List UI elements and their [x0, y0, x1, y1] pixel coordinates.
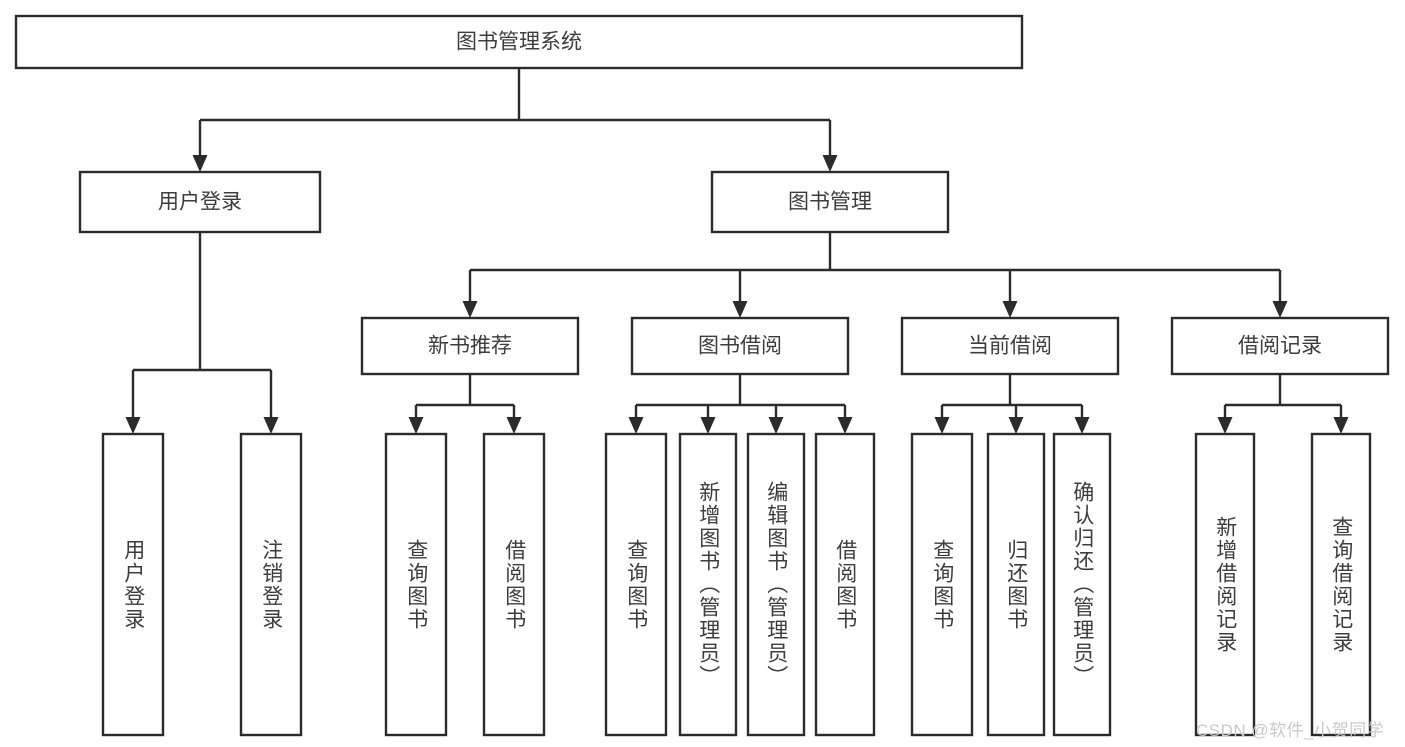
arrow-to-leaf-add-record-arrowhead: [1217, 417, 1233, 434]
node-box-leaf-add-record[interactable]: [1194, 432, 1256, 737]
node-box-layer: [14, 14, 1390, 737]
node-label-book-management: 图书管理: [788, 191, 872, 214]
arrow-to-new-book-recommend-arrowhead: [462, 301, 478, 318]
arrow-to-leaf-query-book-current-arrowhead: [934, 417, 950, 434]
node-box-leaf-edit-book[interactable]: [746, 432, 806, 737]
node-label-borrow-record: 借阅记录: [1238, 335, 1322, 358]
arrow-to-leaf-return-book-arrowhead: [1008, 417, 1024, 434]
node-label-book-borrow: 图书借阅: [698, 335, 782, 358]
node-box-book-management[interactable]: [710, 170, 950, 234]
arrow-to-leaf-query-record-arrowhead: [1333, 417, 1349, 434]
node-box-leaf-borrow-book[interactable]: [814, 432, 876, 737]
arrow-to-book-management-arrowhead: [822, 155, 838, 172]
node-box-leaf-query-record[interactable]: [1310, 432, 1372, 737]
arrow-to-user-login-arrowhead: [192, 155, 208, 172]
node-box-leaf-return-book[interactable]: [986, 432, 1046, 737]
csdn-watermark: CSDN @软件_小贺同学: [1196, 721, 1385, 740]
arrow-to-leaf-logout-arrowhead: [263, 417, 279, 434]
node-label-user-login: 用户登录: [158, 191, 242, 214]
node-box-root[interactable]: [14, 14, 1024, 70]
node-box-leaf-borrow-book-rec[interactable]: [482, 432, 546, 737]
node-label-current-borrow: 当前借阅: [968, 335, 1052, 358]
node-box-leaf-query-book-borrow[interactable]: [604, 432, 668, 737]
arrow-to-borrow-record-arrowhead: [1272, 301, 1288, 318]
arrow-to-leaf-borrow-book-arrowhead: [837, 417, 853, 434]
arrow-to-current-borrow-arrowhead: [1002, 301, 1018, 318]
node-box-leaf-query-book-current[interactable]: [910, 432, 974, 737]
arrow-to-leaf-borrow-book-rec-arrowhead: [506, 417, 522, 434]
arrow-to-leaf-edit-book-arrowhead: [768, 417, 784, 434]
arrow-to-leaf-confirm-return-arrowhead: [1074, 417, 1090, 434]
node-box-borrow-record[interactable]: [1170, 316, 1390, 376]
node-box-user-login[interactable]: [78, 170, 322, 234]
arrow-to-leaf-query-book-rec-arrowhead: [408, 417, 424, 434]
node-box-leaf-confirm-return[interactable]: [1052, 432, 1112, 737]
connector-layer: [125, 68, 1349, 434]
node-box-leaf-logout[interactable]: [239, 432, 303, 737]
node-label-root: 图书管理系统: [456, 31, 582, 54]
node-box-leaf-add-book[interactable]: [678, 432, 738, 737]
node-box-new-book-recommend[interactable]: [360, 316, 580, 376]
node-box-leaf-user-login[interactable]: [101, 432, 165, 737]
arrow-to-leaf-user-login-arrowhead: [125, 417, 141, 434]
node-label-new-book-recommend: 新书推荐: [428, 335, 512, 358]
arrow-to-leaf-add-book-arrowhead: [700, 417, 716, 434]
node-box-current-borrow[interactable]: [900, 316, 1120, 376]
node-box-leaf-query-book-rec[interactable]: [384, 432, 448, 737]
arrow-to-leaf-query-book-borrow-arrowhead: [628, 417, 644, 434]
arrow-to-book-borrow-arrowhead: [732, 301, 748, 318]
node-box-book-borrow[interactable]: [630, 316, 850, 376]
